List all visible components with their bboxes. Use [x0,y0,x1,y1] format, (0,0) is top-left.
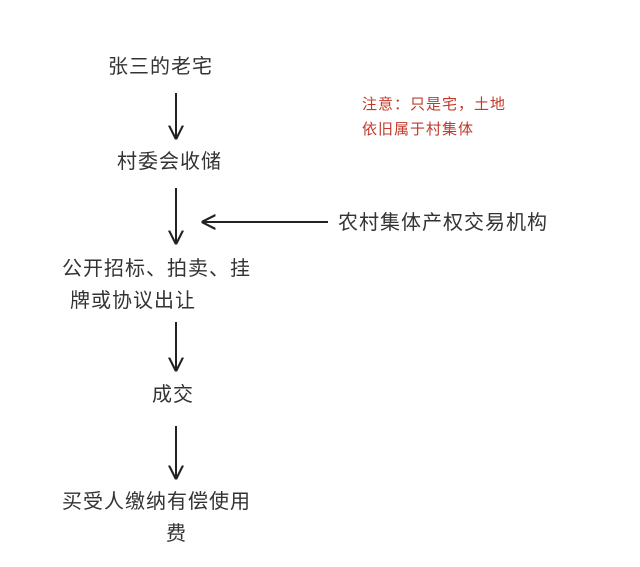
step-public-transfer-line-1: 公开招标、拍卖、挂 [62,256,251,280]
side-input-trading-institution: 农村集体产权交易机构 [338,210,548,234]
step-buyer-pays-fee-line-2: 费 [166,521,187,545]
step-buyer-pays-fee-line-1: 买受人缴纳有偿使用 [62,489,251,513]
step-public-transfer: 公开招标、拍卖、挂 牌或协议出让 [62,252,251,316]
step-village-committee-storage: 村委会收储 [117,149,222,173]
step-buyer-pays-fee: 买受人缴纳有偿使用 费 [62,485,251,549]
note-box: 注意：只是宅，土地 依旧属于村集体 [362,92,506,142]
step-old-house: 张三的老宅 [108,54,213,78]
note-line-1: 注意：只是宅，土地 [362,95,507,113]
step-public-transfer-line-2: 牌或协议出让 [70,288,196,312]
note-line-2: 依旧属于村集体 [362,120,475,138]
step-deal-closed: 成交 [152,382,194,406]
